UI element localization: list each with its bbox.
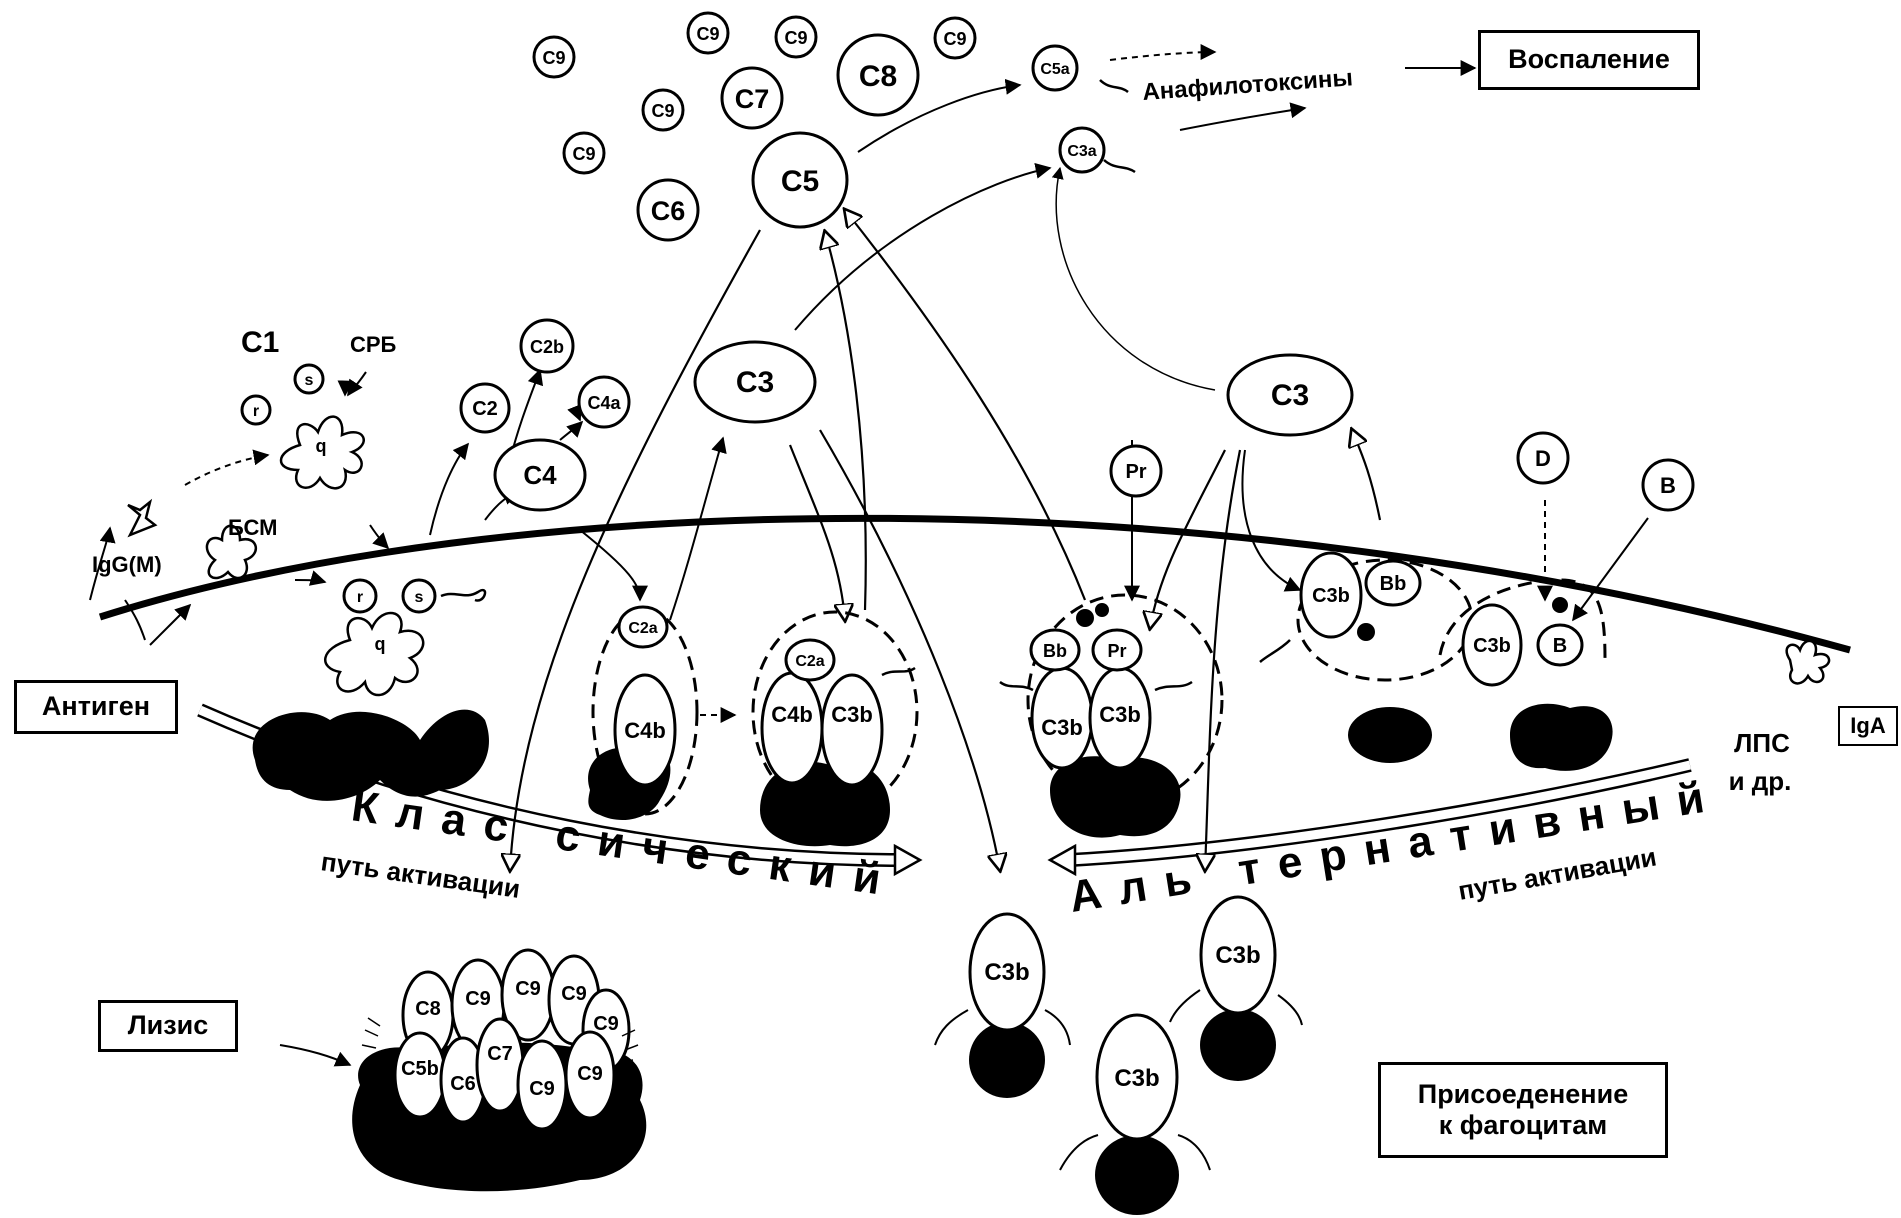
c3-classical-label: C3: [736, 366, 774, 399]
mac-c6-label: C6: [450, 1073, 476, 1095]
mac-c7-label: C7: [487, 1043, 513, 1065]
c5-label: C5: [781, 165, 819, 198]
c9-label-6: C9: [572, 144, 595, 164]
iga-box: IgA: [1838, 706, 1898, 746]
c4a-label: C4a: [587, 393, 621, 413]
c8-label: C8: [859, 60, 897, 93]
c4-label: C4: [523, 460, 557, 490]
c9-label-3: C9: [784, 28, 807, 48]
classical-pathway-subtitle: путь активации: [319, 846, 522, 904]
mac-c9-label-2: C9: [515, 978, 541, 1000]
c4: [493, 438, 587, 512]
c3b-label-2: C3b: [1041, 715, 1083, 740]
crp-label: СРБ: [350, 332, 397, 357]
c3-classical: [693, 340, 817, 424]
c3-alternative: [1226, 353, 1354, 437]
s-label-2: s: [415, 589, 424, 606]
c9-label-4: C9: [943, 29, 966, 49]
c2-label: C2: [472, 398, 498, 420]
s-label-1: s: [305, 372, 314, 389]
pr-label-2: Pr: [1107, 641, 1126, 661]
phagocyte-attachment-line2: к фагоцитам: [1438, 1110, 1608, 1140]
c9-label-1: C9: [542, 48, 565, 68]
c7-label: C7: [735, 84, 770, 114]
c2a-label-2: C2a: [795, 653, 824, 670]
c9-label-5: C9: [651, 101, 674, 121]
lysis-box: Лизис: [98, 1000, 238, 1052]
igg-label: IgG(M): [92, 552, 162, 577]
c2a-label-1: C2a: [628, 620, 657, 637]
c3a-label: C3a: [1067, 143, 1096, 160]
cell-membrane: [98, 514, 1851, 654]
b-label-2: B: [1660, 473, 1676, 498]
r-label-1: r: [253, 403, 259, 420]
c4b-label-2: C4b: [771, 702, 813, 727]
c9-label-2: C9: [696, 24, 719, 44]
c3b-label-4: C3b: [1312, 585, 1350, 607]
antigen-box: Антиген: [14, 680, 178, 734]
c5a-label: C5a: [1040, 61, 1069, 78]
mac-c9-label-5: C9: [529, 1078, 555, 1100]
mac-c9-label-1: C9: [465, 988, 491, 1010]
phagocyte-attachment-box: Присоеденение к фагоцитам: [1378, 1062, 1668, 1158]
q-label-1: q: [316, 436, 327, 456]
c2b-label: C2b: [530, 337, 564, 357]
c3b-label-1: C3b: [831, 702, 873, 727]
r-label-2: r: [357, 589, 363, 606]
inflammation-box: Воспаление: [1478, 30, 1700, 90]
mac-c9-label-6: C9: [577, 1063, 603, 1085]
c3b-label-8: C3b: [1114, 1065, 1159, 1092]
b-label-1: B: [1553, 635, 1567, 657]
anaphylatoxins-label: Анафилотоксины: [1142, 64, 1354, 106]
c1-label: C1: [241, 326, 279, 359]
phagocyte-attachment-line1: Присоеденение: [1417, 1078, 1629, 1109]
lps-label-1: ЛПС: [1734, 728, 1790, 758]
mac-c9-label-3: C9: [561, 983, 587, 1005]
c3b-label-3: C3b: [1099, 702, 1141, 727]
d-label: D: [1535, 446, 1551, 471]
mac-c5b-label: C5b: [401, 1058, 439, 1080]
c3b-label-6: C3b: [984, 959, 1029, 986]
lps-label-2: и др.: [1729, 766, 1792, 796]
c3b-label-7: C3b: [1215, 942, 1260, 969]
c4b-label-1: C4b: [624, 718, 666, 743]
bsm-label: БСМ: [228, 515, 277, 540]
q-label-2: q: [375, 634, 386, 654]
pr-label-1: Pr: [1125, 461, 1146, 483]
bb-label-2: Bb: [1380, 573, 1407, 595]
mac-c9-label-4: C9: [593, 1013, 619, 1035]
c3-alternative-label: C3: [1271, 379, 1309, 412]
bb-label-1: Bb: [1043, 641, 1067, 661]
mac-c8-label: C8: [415, 998, 441, 1020]
c6-label: C6: [651, 196, 686, 226]
c3b-label-5: C3b: [1473, 635, 1511, 657]
